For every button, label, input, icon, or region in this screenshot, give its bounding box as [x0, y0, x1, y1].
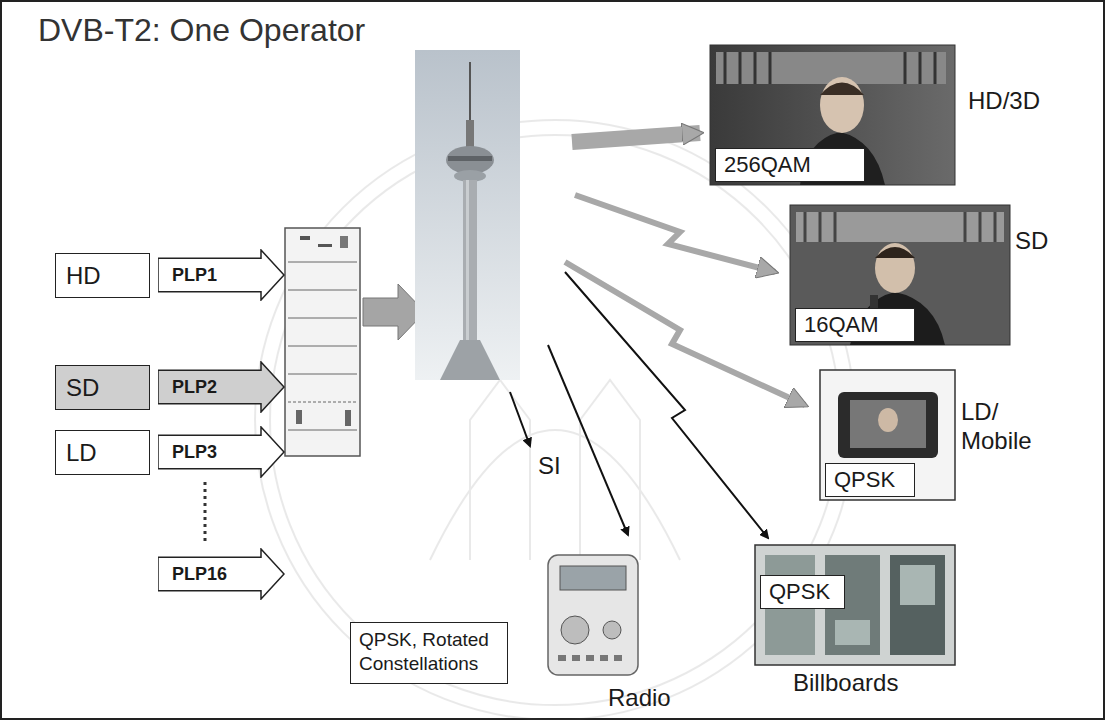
box-text: QPSK, Rotated Constellations [359, 628, 499, 676]
broadcast-arrow [575, 195, 775, 272]
mobile-picture [820, 370, 955, 500]
multiplexer-frame [285, 228, 360, 456]
signal-line [548, 345, 628, 535]
note-box: QPSK, Rotated Constellations [350, 622, 508, 684]
plp-arrow: PLP3 [158, 426, 285, 478]
box-text: QPSK [769, 579, 830, 605]
broadcast-arrow [572, 133, 700, 142]
box-text: HD [66, 262, 101, 290]
watermark-seal [255, 120, 855, 720]
source-box: SD [55, 365, 150, 410]
box-text: 256QAM [724, 152, 811, 178]
dotted-line [204, 482, 207, 545]
picture-heading: LD/ Mobile [961, 398, 1046, 456]
source-box: HD [55, 253, 150, 298]
receiver-picture: BillboardsQPSK [755, 545, 955, 665]
title: DVB-T2: One Operator [38, 12, 365, 49]
radio-picture [548, 555, 638, 675]
box-text: 16QAM [804, 312, 879, 338]
signal-line [510, 392, 530, 446]
box-text: PLP16 [172, 564, 227, 585]
box-text: LD [66, 439, 97, 467]
broadcast-arrow [565, 262, 805, 405]
modulation-box: QPSK [825, 463, 915, 497]
modulation-box: 16QAM [795, 308, 915, 342]
box-text: SD [66, 374, 99, 402]
box-text: QPSK [834, 467, 895, 493]
modulation-box: 256QAM [715, 148, 865, 182]
sd-screen-picture [790, 205, 1010, 345]
modulation-box: QPSK [760, 575, 845, 609]
picture-heading: HD/3D [968, 87, 1040, 116]
picture-label: SI [538, 452, 561, 480]
billboard-picture [755, 545, 955, 665]
receiver-picture: HD/3D256QAM [710, 45, 955, 185]
box-text: PLP1 [172, 265, 217, 286]
signal-line [565, 272, 768, 538]
picture-heading: SD [1015, 227, 1048, 256]
source-box: LD [55, 430, 150, 475]
plp-arrow: PLP16 [158, 548, 285, 600]
picture-label: Radio [608, 684, 671, 712]
box-text: PLP3 [172, 442, 217, 463]
picture-heading: Billboards [793, 669, 898, 698]
receiver-picture: LD/ MobileQPSK [820, 370, 955, 500]
plp-arrow: PLP1 [158, 249, 285, 301]
box-text: PLP2 [172, 377, 217, 398]
tower-picture [415, 50, 520, 380]
hd-screen-picture [710, 45, 955, 185]
receiver-picture: SD16QAM [790, 205, 1010, 345]
plp-arrow: PLP2 [158, 361, 285, 413]
